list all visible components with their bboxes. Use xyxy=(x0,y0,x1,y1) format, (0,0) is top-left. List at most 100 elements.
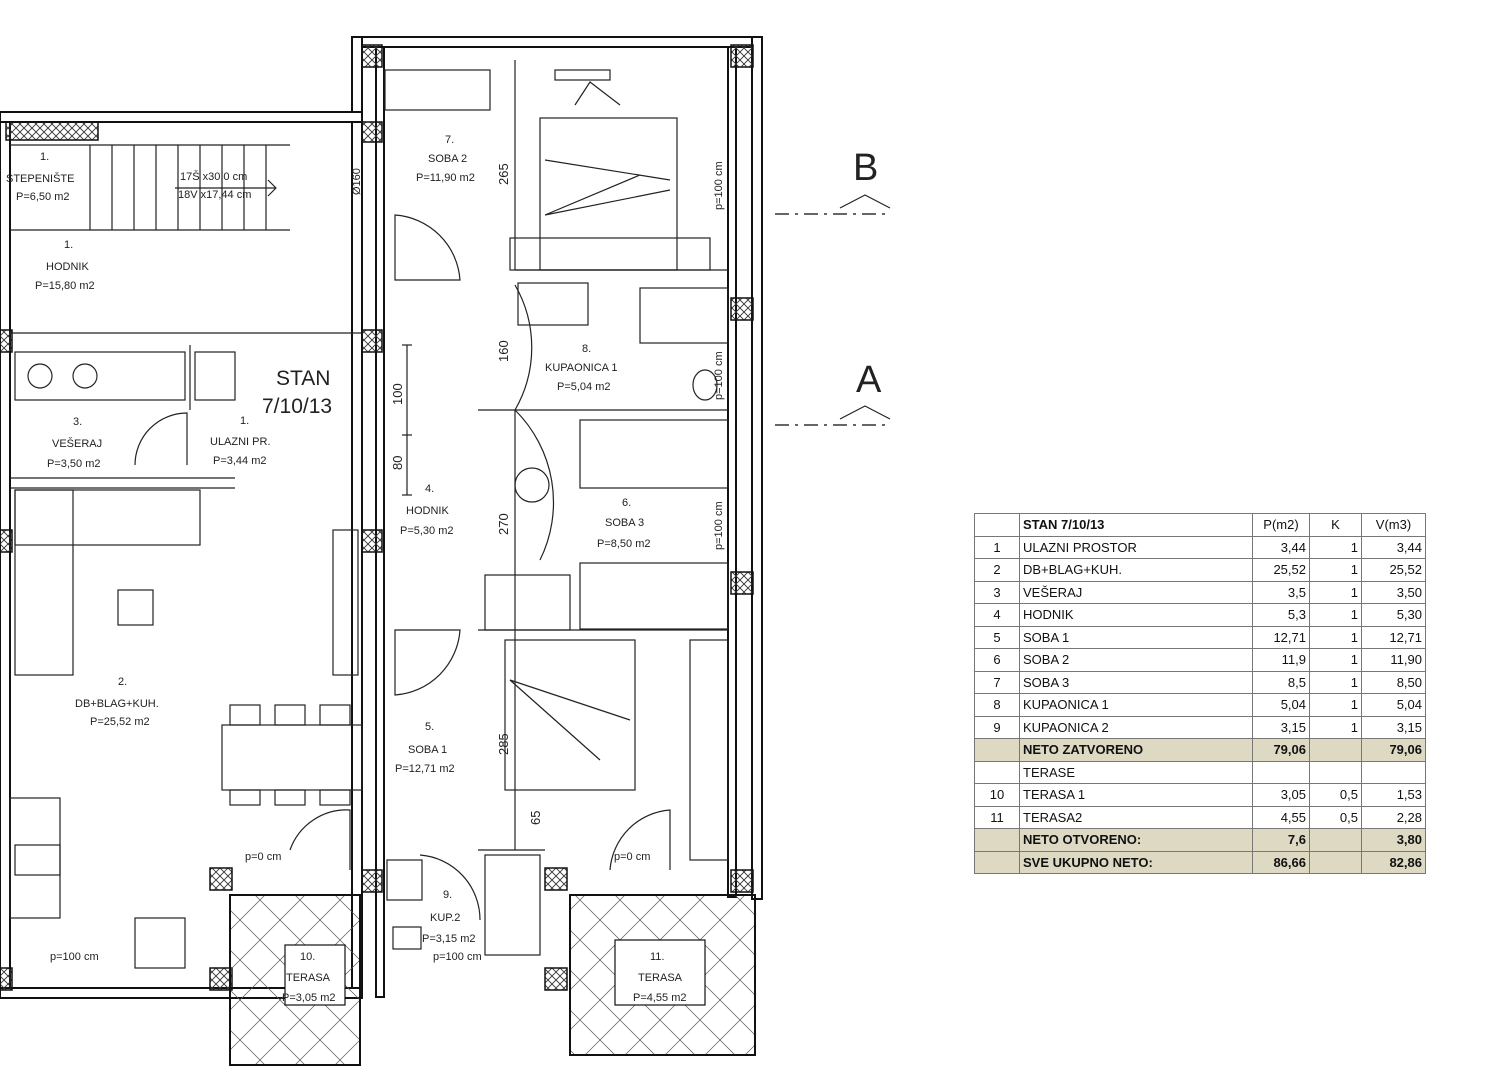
row-name: NETO ZATVORENO xyxy=(1019,738,1253,762)
kup2-area: P=3,15 m2 xyxy=(422,933,476,945)
row-volume: 3,50 xyxy=(1361,580,1426,604)
row-volume xyxy=(1361,760,1426,784)
pipe-160: Ø160 xyxy=(351,168,363,195)
terrace-10 xyxy=(229,894,361,1066)
stepeniste-num: 1. xyxy=(40,151,49,163)
row-volume: 5,04 xyxy=(1361,693,1426,717)
row-volume: 3,44 xyxy=(1361,535,1426,559)
row-volume: 1,53 xyxy=(1361,783,1426,807)
row-coefficient: 1 xyxy=(1309,580,1362,604)
row-coefficient: 1 xyxy=(1309,670,1362,694)
row-coefficient: 1 xyxy=(1309,648,1362,672)
soba3-area: P=8,50 m2 xyxy=(597,538,651,550)
db-area: P=25,52 m2 xyxy=(90,716,150,728)
row-number: 2 xyxy=(974,558,1020,582)
row-coefficient xyxy=(1309,760,1362,784)
row-name: KUPAONICA 1 xyxy=(1019,693,1253,717)
dim-160: 160 xyxy=(496,340,511,362)
dim-285: 285 xyxy=(496,733,511,755)
row-number xyxy=(974,760,1020,784)
dimension-labels: 265 100 80 160 270 285 65 Ø160 p=100 cm … xyxy=(50,161,725,963)
terasa10-num: 10. xyxy=(300,951,315,963)
row-coefficient: 0,5 xyxy=(1309,805,1362,829)
staircase xyxy=(10,144,290,231)
row-name: SOBA 3 xyxy=(1019,670,1253,694)
hodnik4-num: 4. xyxy=(425,483,434,495)
row-number xyxy=(974,850,1020,874)
row-volume: 12,71 xyxy=(1361,625,1426,649)
p100-soba3: p=100 cm xyxy=(713,501,725,550)
row-area: 25,52 xyxy=(1252,558,1310,582)
col-header-no xyxy=(974,513,1020,537)
p100-kup1: p=100 cm xyxy=(713,351,725,400)
ulazni-num: 1. xyxy=(240,415,249,427)
terasa10-name: TERASA xyxy=(286,972,331,984)
col-header-p: P(m2) xyxy=(1252,513,1310,537)
row-volume: 79,06 xyxy=(1361,738,1426,762)
row-coefficient: 1 xyxy=(1309,625,1362,649)
row-area: 3,15 xyxy=(1252,715,1310,739)
table-header-row: STAN 7/10/13 P(m2) K V(m3) xyxy=(974,513,1426,537)
dimension-lines xyxy=(402,344,516,850)
row-coefficient: 1 xyxy=(1309,558,1362,582)
stan-label-1: STAN xyxy=(276,367,330,390)
furniture-living xyxy=(9,351,363,969)
row-name: VEŠERAJ xyxy=(1019,580,1253,604)
section-markers xyxy=(775,194,891,426)
row-name: TERASA 1 xyxy=(1019,783,1253,807)
row-number: 7 xyxy=(974,670,1020,694)
p100-soba2: p=100 cm xyxy=(713,161,725,210)
row-area: 4,55 xyxy=(1252,805,1310,829)
hodnik-top-area: P=15,80 m2 xyxy=(35,280,95,292)
soba2-num: 7. xyxy=(445,134,454,146)
row-number: 3 xyxy=(974,580,1020,604)
row-name: SOBA 1 xyxy=(1019,625,1253,649)
row-coefficient: 1 xyxy=(1309,693,1362,717)
row-coefficient xyxy=(1309,828,1362,852)
veseraj-num: 3. xyxy=(73,416,82,428)
furniture-bathroom xyxy=(386,282,729,956)
soba3-num: 6. xyxy=(622,497,631,509)
soba1-area: P=12,71 m2 xyxy=(395,763,455,775)
soba2-name: SOBA 2 xyxy=(428,153,467,165)
dim-80: 80 xyxy=(390,456,405,470)
p0-left: p=0 cm xyxy=(245,851,281,863)
row-number: 10 xyxy=(974,783,1020,807)
row-area: 7,6 xyxy=(1252,828,1310,852)
row-name: TERASE xyxy=(1019,760,1253,784)
kup2-num: 9. xyxy=(443,889,452,901)
row-name: DB+BLAG+KUH. xyxy=(1019,558,1253,582)
row-number: 1 xyxy=(974,535,1020,559)
soba2-area: P=11,90 m2 xyxy=(416,172,475,184)
furniture-beds xyxy=(504,69,729,791)
row-area: 3,44 xyxy=(1252,535,1310,559)
row-coefficient xyxy=(1309,738,1362,762)
stan-label-2: 7/10/13 xyxy=(262,395,332,418)
wall-pillars xyxy=(0,44,754,991)
section-b-label: B xyxy=(853,147,878,189)
terasa10-area: P=3,05 m2 xyxy=(282,992,336,1004)
kupaonica1-area: P=5,04 m2 xyxy=(557,381,611,393)
soba3-name: SOBA 3 xyxy=(605,517,644,529)
kup2-name: KUP.2 xyxy=(430,912,460,924)
row-area: 3,5 xyxy=(1252,580,1310,604)
kupaonica1-name: KUPAONICA 1 xyxy=(545,362,618,374)
row-name: ULAZNI PROSTOR xyxy=(1019,535,1253,559)
row-name: NETO OTVORENO: xyxy=(1019,828,1253,852)
terasa11-name: TERASA xyxy=(638,972,683,984)
row-area: 8,5 xyxy=(1252,670,1310,694)
row-number: 9 xyxy=(974,715,1020,739)
row-name: SOBA 2 xyxy=(1019,648,1253,672)
